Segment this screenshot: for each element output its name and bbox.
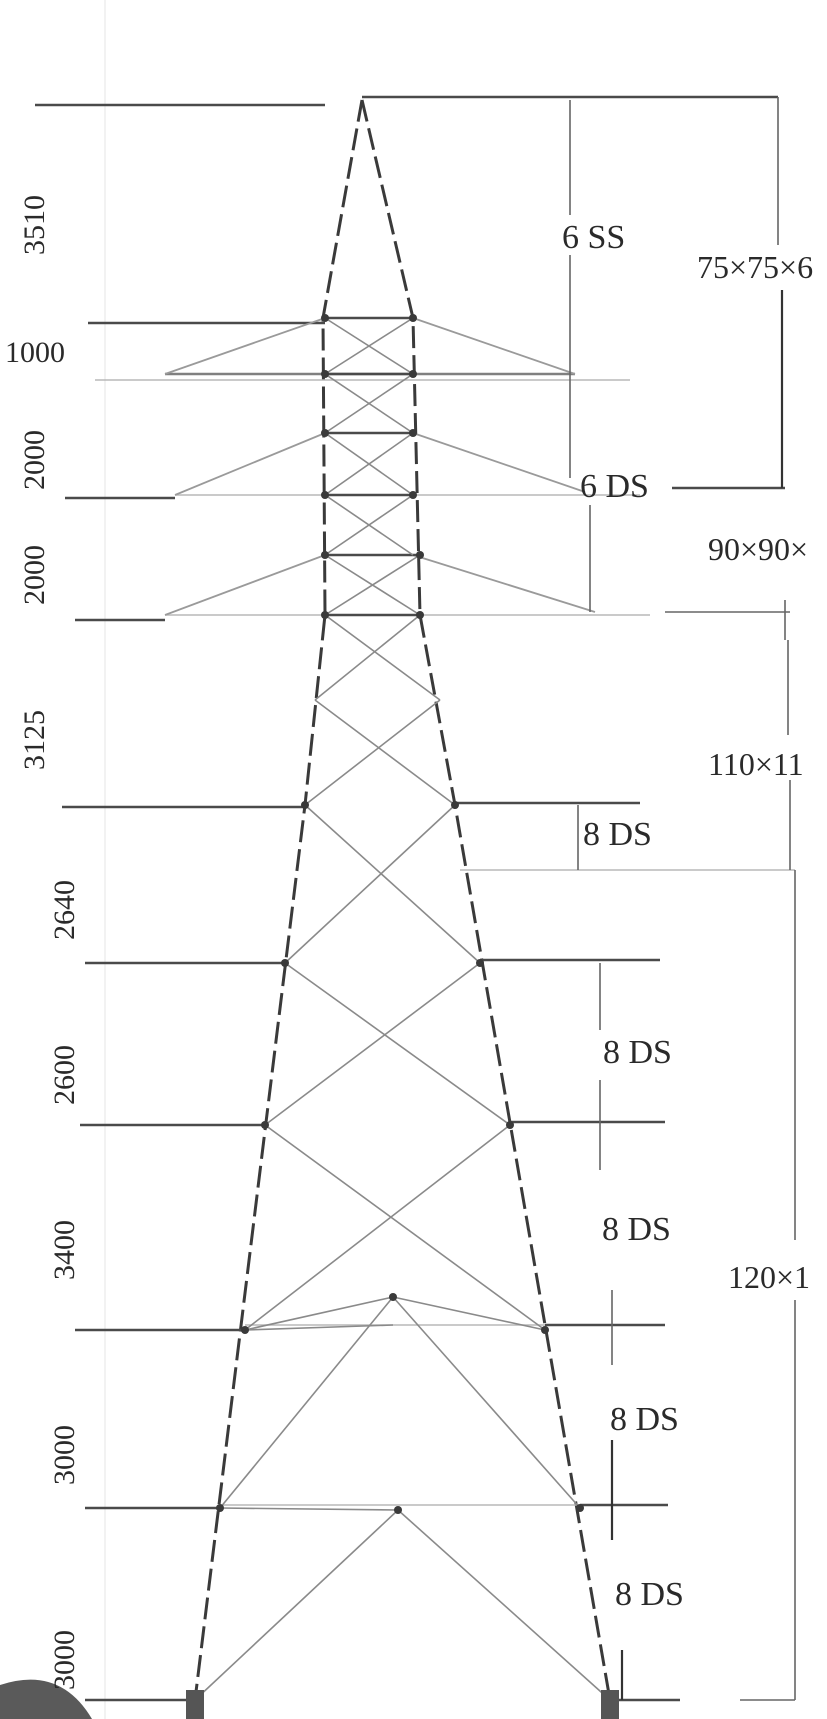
- tower-legs: [193, 99, 612, 1701]
- panel-label-7: 8 DS: [615, 1576, 684, 1613]
- height-label-3: 2000: [18, 430, 51, 490]
- joints: [216, 314, 584, 1514]
- arm2-right-diag: [412, 432, 586, 493]
- height-label-6: 2640: [48, 880, 81, 940]
- corner-blob: [0, 1679, 92, 1719]
- crossarm-diagonals: [164, 317, 596, 616]
- foundations: [186, 1690, 619, 1719]
- section-labels: 75×75×6 90×90× 110×11 120×1: [697, 249, 813, 1295]
- left-leg: [193, 99, 364, 1701]
- panel-dim-lines: [569, 100, 624, 1700]
- section-dim-lines: [740, 97, 796, 1701]
- arm1-right-diag: [412, 317, 576, 375]
- height-label-2: 1000: [5, 336, 65, 369]
- height-label-7: 2600: [48, 1045, 81, 1105]
- bracing: [194, 317, 611, 1701]
- arm1-left-diag: [164, 317, 326, 375]
- arm2-left-diag: [174, 432, 326, 496]
- height-label-10: 3000: [48, 1630, 81, 1690]
- crossarm-lines: [35, 95, 795, 1702]
- height-label-1: 3510: [18, 195, 51, 255]
- upper-horizontals: [325, 316, 420, 617]
- height-label-9: 3000: [48, 1425, 81, 1485]
- section-label-1: 75×75×6: [697, 249, 813, 285]
- height-label-4: 2000: [18, 545, 51, 605]
- arm3-right-diag: [412, 554, 596, 613]
- panel-label-5: 8 DS: [602, 1211, 671, 1248]
- section-label-2: 90×90×: [708, 531, 808, 567]
- right-leg: [360, 99, 612, 1701]
- arm3-left-diag: [164, 554, 326, 616]
- panel-label-4: 8 DS: [603, 1034, 672, 1071]
- height-label-5: 3125: [18, 710, 51, 770]
- panel-labels: 6 SS 6 DS 8 DS 8 DS 8 DS 8 DS 8 DS: [562, 219, 684, 1613]
- height-labels: 3510 1000 2000 2000 3125 2640 2600 3400 …: [5, 195, 81, 1690]
- panel-label-1: 6 SS: [562, 219, 625, 256]
- right-footing: [601, 1690, 619, 1719]
- section-label-4: 120×1: [728, 1259, 810, 1295]
- panel-label-3: 8 DS: [583, 816, 652, 853]
- left-footing: [186, 1690, 204, 1719]
- height-label-8: 3400: [48, 1220, 81, 1280]
- panel-label-6: 8 DS: [610, 1401, 679, 1438]
- section-label-3: 110×11: [708, 746, 804, 782]
- panel-label-2: 6 DS: [580, 468, 649, 505]
